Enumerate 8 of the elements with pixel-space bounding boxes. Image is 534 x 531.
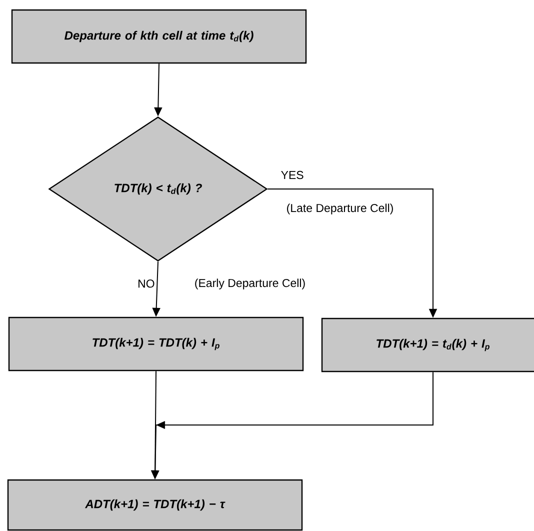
branch-note: (Late Departure Cell) [285, 202, 395, 216]
edge-label: YES [280, 170, 305, 180]
process-box: ADT(k+1) = TDT(k+1) − τ [7, 479, 303, 531]
process-box: TDT(k+1) = TDT(k) + I$_{p}$ [8, 316, 304, 372]
edge-label: NO [136, 278, 156, 289]
branch-note: (Early Departure Cell) [193, 278, 307, 290]
process-box: Departure of kth cell at time t$_{d}$(k) [11, 9, 307, 64]
process-box: TDT(k+1) = t$_{d}$(k) + I$_{p}$ [321, 318, 534, 372]
